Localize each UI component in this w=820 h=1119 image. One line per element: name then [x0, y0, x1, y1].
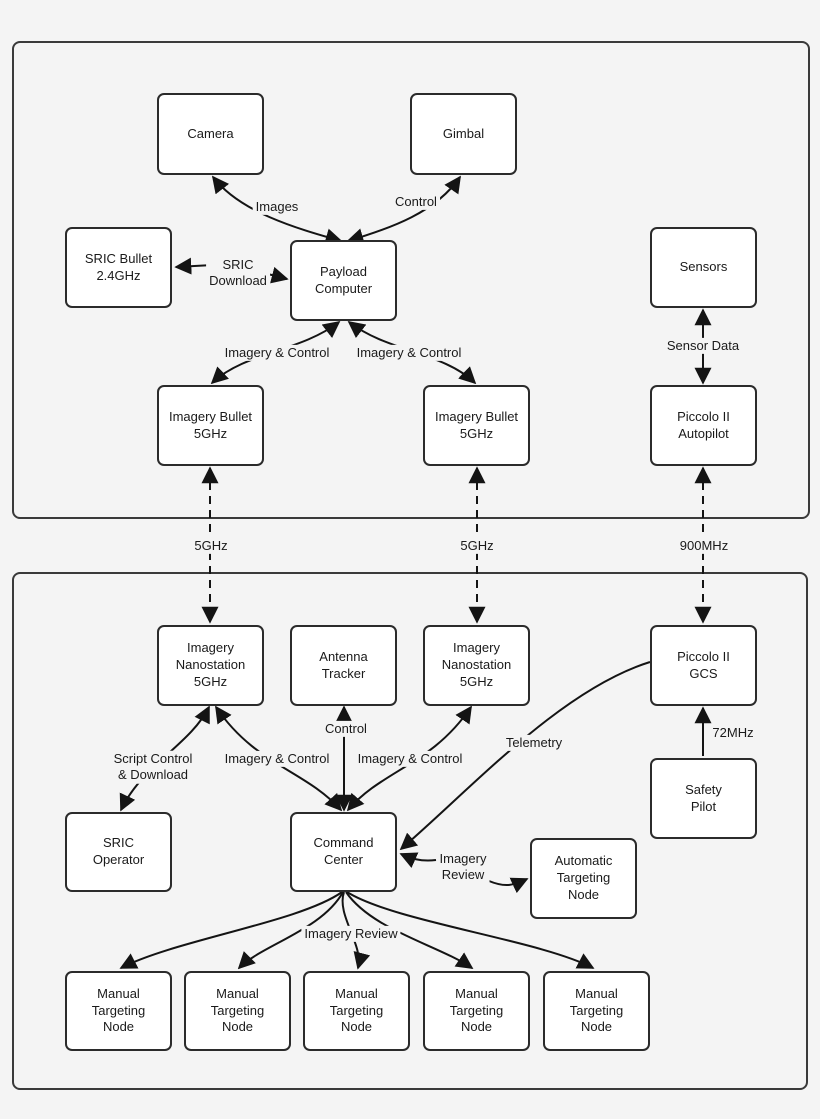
node-piccolo-gcs: Piccolo II GCS	[650, 625, 757, 706]
edge-label-5ghz-left: 5GHz	[191, 537, 231, 555]
node-automatic-targeting: Automatic Targeting Node	[530, 838, 637, 919]
edge-label-sensor-data: Sensor Data	[663, 337, 743, 355]
edge-label-control-antenna: Control	[322, 720, 370, 738]
node-imagery-nanostation-left: Imagery Nanostation 5GHz	[157, 625, 264, 706]
node-manual-targeting-1: Manual Targeting Node	[65, 971, 172, 1051]
edge-label-5ghz-right: 5GHz	[457, 537, 497, 555]
node-gimbal: Gimbal	[410, 93, 517, 175]
edge-label-control-gimbal: Control	[392, 193, 440, 211]
edge-label-imagery-control-top-left: Imagery & Control	[221, 344, 333, 362]
node-imagery-nanostation-right: Imagery Nanostation 5GHz	[423, 625, 530, 706]
air-segment-container	[12, 41, 810, 519]
node-piccolo-autopilot: Piccolo II Autopilot	[650, 385, 757, 466]
edge-review-fan-5	[346, 891, 595, 969]
node-manual-targeting-2: Manual Targeting Node	[184, 971, 291, 1051]
edge-label-imagery-control-bottom-right: Imagery & Control	[354, 750, 466, 768]
node-imagery-bullet-right: Imagery Bullet 5GHz	[423, 385, 530, 466]
edge-label-script-control-download: Script Control & Download	[110, 750, 196, 784]
edge-label-imagery-control-top-right: Imagery & Control	[353, 344, 465, 362]
edge-label-sric-download: SRIC Download	[206, 256, 270, 290]
node-manual-targeting-3: Manual Targeting Node	[303, 971, 410, 1051]
ground-segment-container	[12, 572, 808, 1090]
edge-label-imagery-review-bottom: Imagery Review	[301, 925, 401, 943]
edge-review-fan-2	[237, 891, 344, 970]
node-sric-bullet: SRIC Bullet 2.4GHz	[65, 227, 172, 308]
edge-review-fan-1	[119, 891, 343, 969]
edge-label-900mhz: 900MHz	[676, 537, 732, 555]
edge-label-imagery-control-bottom-left: Imagery & Control	[221, 750, 333, 768]
node-antenna-tracker: Antenna Tracker	[290, 625, 397, 706]
node-payload-computer: Payload Computer	[290, 240, 397, 321]
edge-review-fan-4	[345, 891, 474, 969]
node-safety-pilot: Safety Pilot	[650, 758, 757, 839]
node-manual-targeting-5: Manual Targeting Node	[543, 971, 650, 1051]
node-camera: Camera	[157, 93, 264, 175]
edge-control-gimbal	[346, 175, 461, 245]
edge-label-72mhz: 72MHz	[709, 724, 757, 742]
edge-imagery-review-to-auto-node	[488, 877, 529, 894]
node-sensors: Sensors	[650, 227, 757, 308]
edge-label-images: Images	[252, 198, 302, 216]
node-sric-operator: SRIC Operator	[65, 812, 172, 892]
edge-label-telemetry: Telemetry	[502, 734, 566, 752]
node-manual-targeting-4: Manual Targeting Node	[423, 971, 530, 1051]
node-command-center: Command Center	[290, 812, 397, 892]
edge-imagery-review-to-command	[399, 852, 437, 868]
node-imagery-bullet-left: Imagery Bullet 5GHz	[157, 385, 264, 466]
edge-label-imagery-review-mid: Imagery Review	[436, 850, 490, 884]
edge-images	[211, 175, 343, 246]
